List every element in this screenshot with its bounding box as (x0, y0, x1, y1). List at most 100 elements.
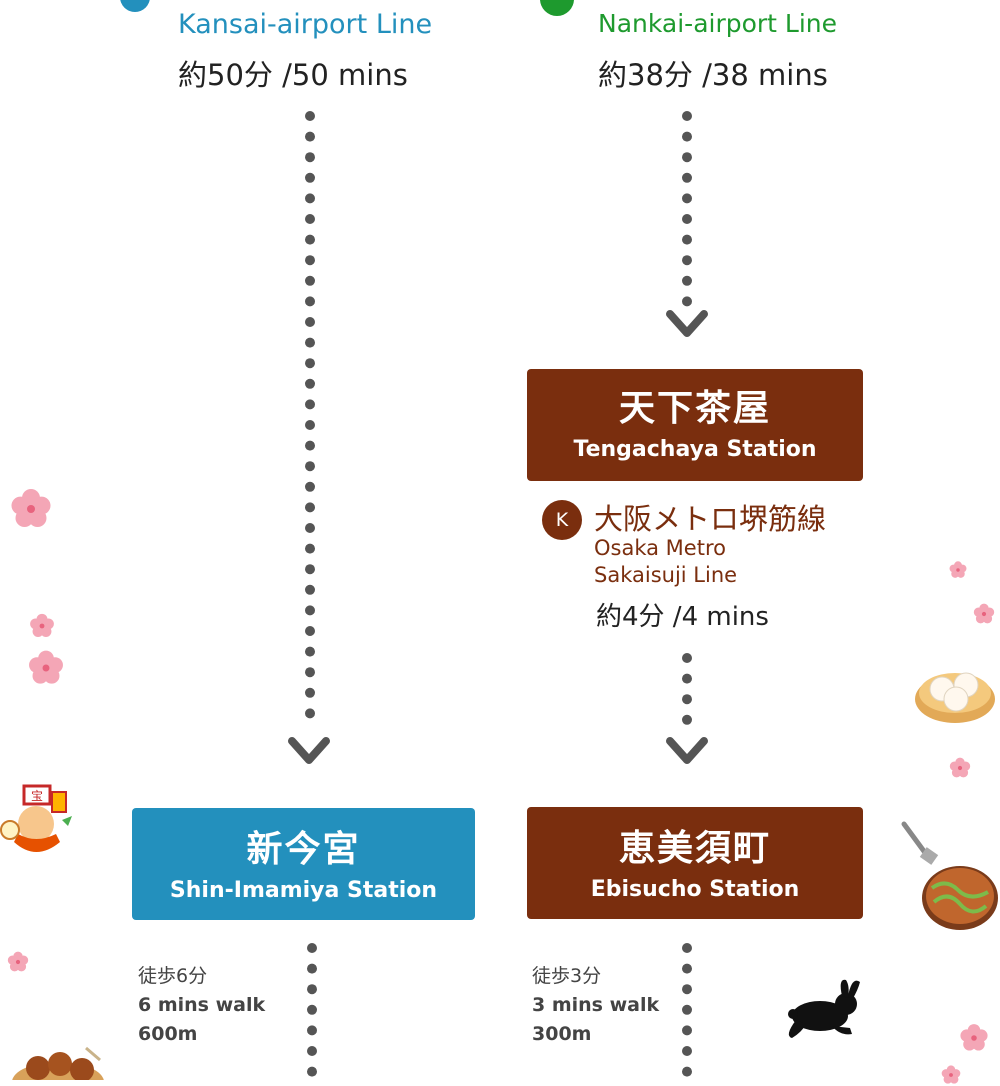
connector-dot (305, 378, 315, 389)
connector-dot (305, 481, 315, 492)
connector-dot (305, 255, 315, 266)
connector-dot (305, 584, 315, 595)
connector-dot (305, 461, 315, 472)
connector-dot (305, 358, 315, 369)
connector-dot (305, 687, 315, 698)
connector-dot (682, 963, 692, 974)
rabbit-icon (788, 979, 860, 1038)
cherry-blossom-icon (949, 561, 967, 578)
cherry-blossom-icon (941, 1065, 961, 1084)
connector-dot (305, 502, 315, 513)
metro-line-jp: 大阪メトロ堺筋線 (594, 502, 827, 536)
metro-badge-icon: K (542, 500, 582, 540)
okonomiyaki-icon (901, 821, 998, 930)
station-jp-name: 新今宮 (246, 829, 361, 870)
cherry-blossom-icon (960, 1024, 988, 1051)
left-dotted-path (305, 111, 315, 719)
takoyaki-icon (12, 1046, 104, 1080)
connector-dot (305, 667, 315, 678)
station-jp-name: 天下茶屋 (618, 388, 771, 429)
right-walk-dotted-path (682, 943, 692, 1077)
cherry-blossom-icon (949, 757, 971, 778)
walk-info-right: 徒歩3分 3 mins walk 300m (532, 962, 659, 1049)
connector-dot (305, 543, 315, 554)
connector-dot (305, 317, 315, 327)
connector-dot (305, 234, 315, 245)
connector-dot (307, 1004, 317, 1015)
connector-dot (305, 440, 315, 451)
connector-dot (682, 214, 692, 224)
connector-dot (682, 296, 692, 307)
connector-dot (305, 708, 315, 719)
connector-dot (682, 1025, 692, 1036)
connector-dot (307, 1046, 317, 1056)
right-line-name: Nankai-airport Line (598, 9, 838, 38)
station-jp-name: 恵美須町 (618, 828, 771, 869)
metro-line-en-2: Sakaisuji Line (594, 563, 738, 587)
connector-dot (307, 1025, 317, 1036)
cherry-blossom-icon (29, 650, 63, 684)
connector-dot (682, 1046, 692, 1056)
connector-dot (682, 255, 692, 266)
connector-dot (305, 296, 315, 307)
connector-dot (682, 984, 692, 995)
station-shin-imamiya: 新今宮 Shin-Imamiya Station (132, 808, 475, 920)
cherry-blossom-icon (11, 489, 51, 527)
connector-dot (682, 152, 692, 163)
walk-time-en: 3 mins walk (532, 994, 660, 1016)
connector-dot (682, 1004, 692, 1015)
nikuman-icon (915, 672, 995, 723)
walk-time-jp: 徒歩6分 (138, 965, 208, 987)
connector-dot (305, 337, 315, 348)
chevron-down-icon (666, 737, 708, 764)
connector-dot (307, 963, 317, 974)
connector-dot (305, 111, 315, 121)
connector-dot (305, 214, 315, 224)
right-line-time: 約38分 /38 mins (598, 58, 828, 92)
connector-dot (682, 943, 692, 953)
cherry-blossom-icon (7, 951, 29, 972)
connector-dot (305, 523, 315, 533)
connector-dot (305, 399, 315, 410)
connector-dot (307, 984, 317, 995)
cherry-blossom-icon (30, 613, 54, 637)
station-ebisucho: 恵美須町 Ebisucho Station (527, 807, 863, 919)
metro-line-en-1: Osaka Metro (594, 536, 726, 560)
cherry-blossom-icon (973, 603, 995, 624)
left-walk-dotted-path (307, 943, 317, 1077)
connector-dot (305, 420, 315, 430)
connector-dot (305, 564, 315, 575)
station-tengachaya: 天下茶屋 Tengachaya Station (527, 369, 863, 481)
connector-dot (682, 193, 692, 204)
connector-dot (682, 694, 692, 705)
chevron-down-icon (288, 737, 330, 764)
walk-info-left: 徒歩6分 6 mins walk 600m (138, 962, 265, 1049)
station-en-name: Shin-Imamiya Station (169, 878, 438, 903)
connector-dot (305, 275, 315, 286)
connector-dot (682, 653, 692, 663)
connector-dot (682, 234, 692, 245)
metro-line-time: 約4分 /4 mins (596, 602, 769, 632)
connector-dot (682, 131, 692, 142)
left-line-badge-icon (120, 0, 150, 12)
festival-mascot-icon: 宝 (0, 784, 72, 852)
connector-dot (682, 275, 692, 286)
right-dotted-path-1 (682, 111, 692, 307)
station-en-name: Ebisucho Station (590, 877, 800, 902)
connector-dot (305, 605, 315, 616)
connector-dot (682, 714, 692, 725)
left-line-time: 約50分 /50 mins (178, 58, 408, 92)
station-en-name: Tengachaya Station (573, 437, 817, 462)
walk-distance: 300m (532, 1023, 592, 1045)
connector-dot (682, 111, 692, 121)
walk-time-jp: 徒歩3分 (532, 965, 602, 987)
connector-dot (682, 1066, 692, 1077)
connector-dot (305, 152, 315, 163)
connector-dot (307, 1066, 317, 1077)
connector-dot (307, 943, 317, 953)
connector-dot (682, 172, 692, 183)
svg-text:宝: 宝 (31, 789, 43, 803)
chevron-down-icon (666, 310, 708, 337)
connector-dot (305, 131, 315, 142)
walk-distance: 600m (138, 1023, 198, 1045)
